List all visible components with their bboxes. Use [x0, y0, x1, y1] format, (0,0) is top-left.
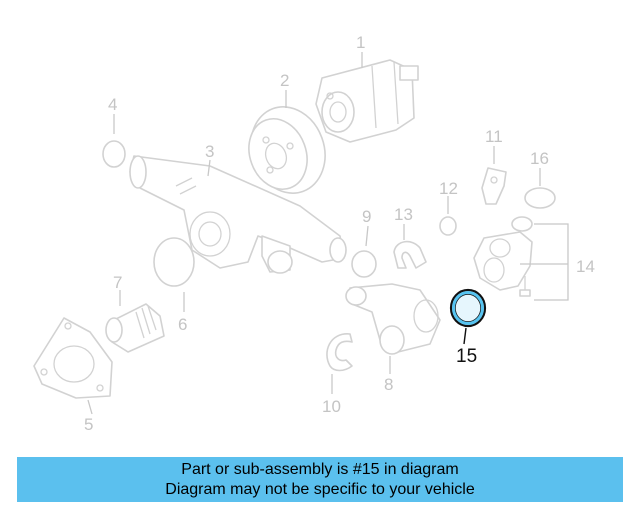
callout-label: 13: [394, 205, 413, 224]
part-pulley: [248, 106, 326, 194]
part-seal-15-highlighted: [449, 288, 487, 328]
part-clip-13: [393, 240, 427, 269]
info-banner: Part or sub-assembly is #15 in diagram D…: [17, 457, 623, 502]
callout-label: 14: [576, 257, 595, 276]
callout-label: 1: [356, 33, 365, 52]
callout-label: 2: [280, 71, 289, 90]
callout-label: 16: [530, 149, 549, 168]
part-outlet-flange: [33, 317, 113, 399]
part-gasket-6: [153, 237, 195, 287]
part-o-ring-12: [439, 216, 457, 236]
callout-label: 12: [439, 179, 458, 198]
part-clip-10: [326, 333, 353, 372]
banner-part-info: Part or sub-assembly is #15 in diagram: [181, 461, 459, 478]
banner-disclaimer: Diagram may not be specific to your vehi…: [165, 481, 475, 498]
part-housing-pipe: [129, 155, 347, 274]
callout-label: 4: [108, 95, 117, 114]
leader-lines: [87, 52, 569, 415]
part-flange-pipe: [345, 283, 441, 355]
part-o-ring-16: [524, 187, 556, 209]
callout-label: 7: [113, 273, 122, 292]
part-sensor: [481, 167, 507, 205]
callout-label: 10: [322, 397, 341, 416]
callout-label-highlighted: 15: [456, 346, 477, 367]
part-o-ring-4: [102, 140, 126, 168]
part-connector-14: [473, 216, 533, 297]
callout-label: 8: [384, 375, 393, 394]
part-thermostat: [105, 303, 165, 353]
part-water-pump: [315, 59, 419, 143]
part-o-ring-9: [351, 250, 377, 278]
callout-label: 11: [485, 127, 503, 146]
callout-label: 6: [178, 315, 187, 334]
callout-label: 9: [362, 207, 371, 226]
callout-label: 3: [205, 142, 214, 161]
callout-label: 5: [84, 415, 93, 434]
